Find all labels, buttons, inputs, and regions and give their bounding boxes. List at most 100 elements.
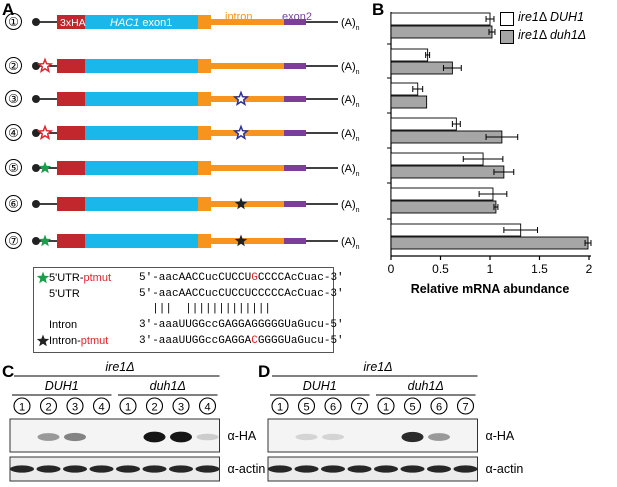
lane-number: 7 — [356, 402, 362, 414]
black-star-icon — [234, 197, 248, 210]
cap-dot — [32, 237, 40, 245]
x-tick-label: 1 — [487, 262, 494, 276]
actin-band — [195, 465, 220, 473]
intron-bar — [211, 96, 284, 102]
cap-dot — [32, 129, 40, 137]
lane-number-circle — [39, 397, 58, 415]
x-tick-label: 2 — [586, 262, 593, 276]
exon2-bar — [284, 201, 306, 207]
outline-star-icon — [36, 57, 54, 73]
lane-number-circle — [324, 397, 342, 415]
exon2-bar — [284, 165, 306, 171]
x-axis-label: Relative mRNA abundance — [411, 282, 570, 296]
polya-label: (A)n — [341, 94, 360, 109]
lane-number-circle — [13, 397, 31, 415]
tag-box — [57, 15, 85, 29]
cap-dot — [32, 18, 40, 26]
bar — [390, 25, 493, 39]
tag-box — [57, 92, 85, 106]
lane-number-circle — [66, 397, 84, 415]
splice-block — [198, 234, 211, 248]
strain-label: ire1Δ — [105, 360, 134, 374]
bar — [390, 48, 429, 62]
exon2-bar — [284, 96, 306, 102]
outline-star-icon — [232, 124, 250, 140]
legend-swatch — [500, 30, 514, 44]
ha-band — [170, 431, 192, 443]
exon1-box — [85, 15, 198, 29]
cap-dot — [32, 164, 40, 172]
polya-label: (A)n — [341, 236, 360, 251]
construct-number: ③ — [5, 90, 22, 107]
exon2-bar — [284, 238, 306, 244]
polya-label: (A)n — [341, 199, 360, 214]
actin-band — [427, 465, 451, 473]
bar — [390, 12, 491, 26]
lane-number: 7 — [462, 402, 468, 414]
x-tick-label: 0.5 — [432, 262, 449, 276]
cap-dot — [32, 95, 40, 103]
outline-star-icon — [232, 90, 250, 106]
ha-band — [64, 432, 86, 442]
actin-band — [374, 465, 398, 473]
actin-band — [169, 465, 193, 473]
lane-number-circle — [92, 397, 111, 415]
bar — [390, 95, 428, 109]
lane-number-circle — [297, 397, 316, 415]
ha-band — [196, 433, 219, 441]
construct-number: ⑤ — [5, 159, 22, 176]
panel-d-letter: D — [258, 362, 271, 381]
lane-number: 3 — [72, 402, 78, 414]
intron-bar — [211, 165, 284, 171]
lane-number-circle — [145, 397, 164, 415]
lane-number: 3 — [178, 402, 184, 414]
lane-number-circle — [198, 397, 217, 415]
splice-block — [198, 161, 211, 175]
intron-bar — [211, 238, 284, 244]
actin-band — [10, 465, 34, 473]
bar — [390, 200, 497, 214]
exon1-box — [85, 59, 198, 73]
actin-band — [400, 465, 425, 473]
lane-number: 6 — [436, 402, 442, 414]
seq-row1: 5'-aacAACCucCUCCUGCCCCAcCuac-3' — [139, 272, 344, 284]
splice-block — [198, 92, 211, 106]
intron-bar — [211, 19, 284, 25]
lane-number-circle — [430, 397, 448, 415]
black-star-icon — [36, 334, 50, 347]
seq-row3: 3'-aaaUUGGccGAGGAGGGGGUaGucu-5' — [139, 319, 344, 331]
group-label: duh1Δ — [408, 379, 444, 393]
exon1-box — [85, 161, 198, 175]
outline-star-icon — [36, 124, 54, 140]
actin-band — [89, 465, 114, 473]
exon1-box — [85, 126, 198, 140]
construct-number: ④ — [5, 124, 22, 141]
construct-number: ⑥ — [5, 195, 22, 212]
ha-band — [295, 433, 318, 441]
exon2-bar — [284, 130, 306, 136]
x-tick-label: 0 — [388, 262, 395, 276]
exon1-label: HAC1 exon1 — [110, 17, 172, 29]
lane-number: 2 — [45, 402, 51, 414]
lane-number-circle — [403, 397, 422, 415]
exon1-box — [85, 234, 198, 248]
panel-b-letter: B — [372, 0, 385, 19]
legend-swatch — [500, 12, 514, 26]
bar — [390, 187, 494, 201]
tag-box — [57, 161, 85, 175]
tag-box — [57, 126, 85, 140]
lane-number-circle — [172, 397, 190, 415]
bar — [390, 223, 522, 237]
actin-band — [294, 465, 319, 473]
sequence-box: 5'UTR-ptmut 5'-aacAACCucCUCCUGCCCCAcCuac… — [33, 267, 344, 353]
black-star-icon — [234, 234, 248, 247]
actin-band — [116, 465, 140, 473]
actin-band — [321, 465, 345, 473]
lane-number-circle — [119, 397, 137, 415]
seq-row2: 5'-aacAACCucCUCCUCCCCCAcCuac-3' — [139, 288, 344, 300]
lane-number: 2 — [151, 402, 157, 414]
lane-number-circle — [271, 397, 289, 415]
lane-number: 5 — [409, 402, 415, 414]
